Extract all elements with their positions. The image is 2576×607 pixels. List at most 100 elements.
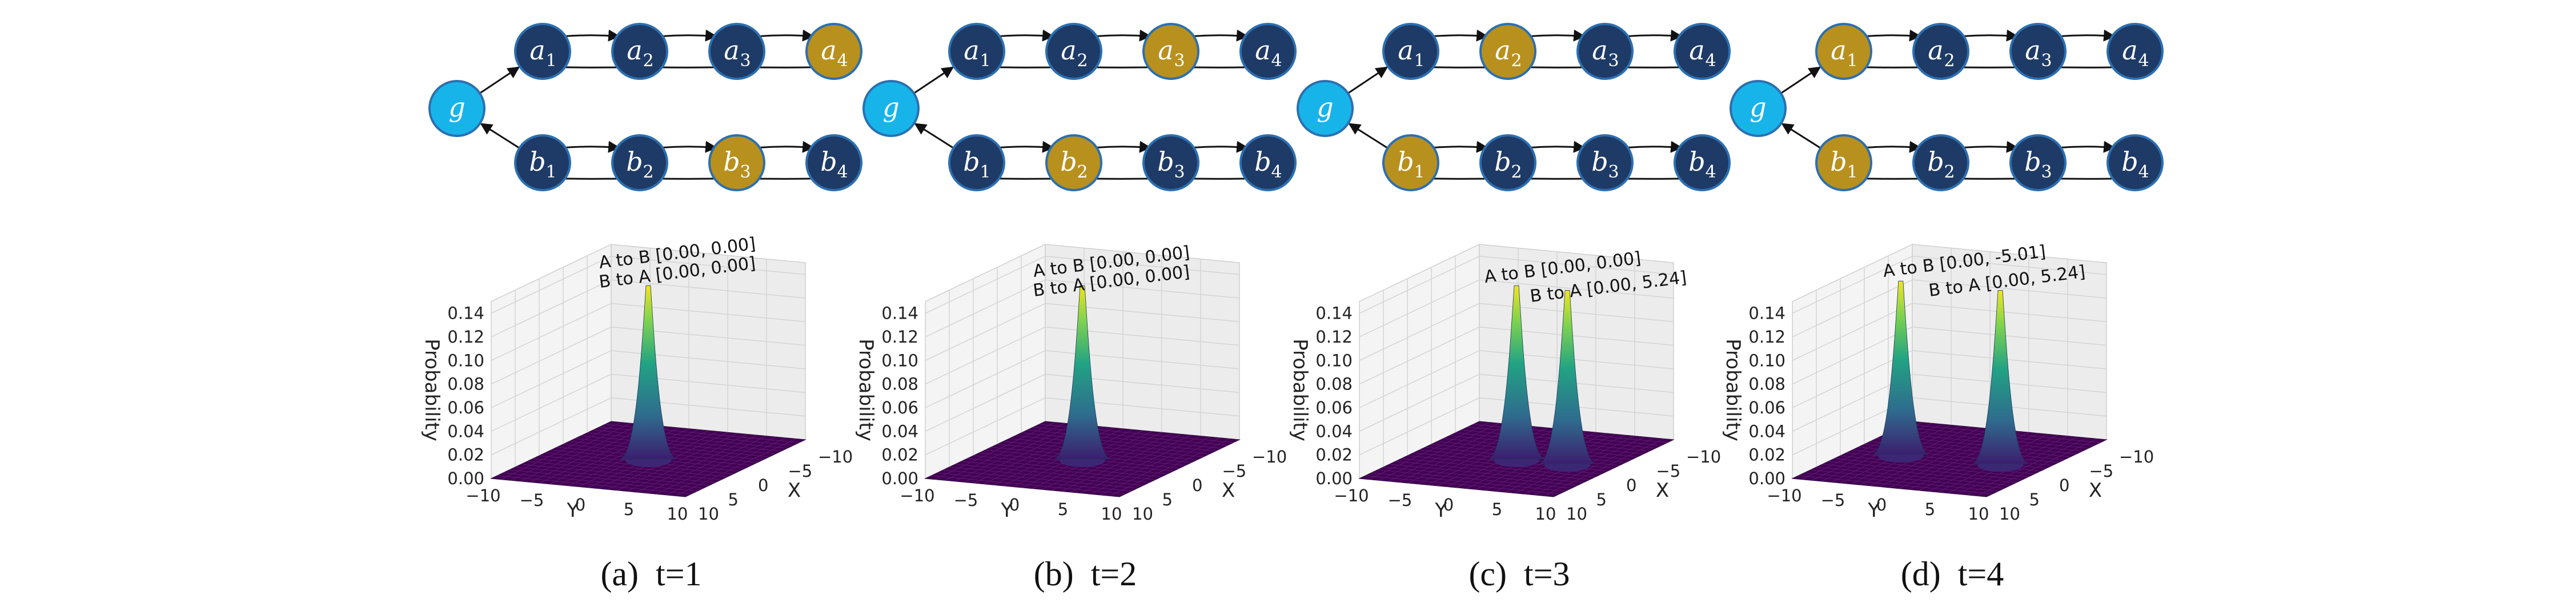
node-letter: a xyxy=(627,35,642,66)
x-tick-label: 5 xyxy=(2029,490,2040,509)
node-circle xyxy=(1479,134,1536,191)
z-tick-label: 0.10 xyxy=(1315,351,1353,370)
edge-a1-a2 xyxy=(997,29,1055,42)
node-subscript: 4 xyxy=(837,162,848,182)
node-subscript: 2 xyxy=(1511,51,1522,71)
y-tick-label: −10 xyxy=(466,486,500,505)
x-tick-label: 10 xyxy=(1132,504,1153,524)
mesh-line xyxy=(1534,437,1655,496)
mesh-line xyxy=(593,429,788,449)
node-circle xyxy=(2106,134,2164,191)
node-subscript: 2 xyxy=(643,162,653,182)
z-tick-label: 0.02 xyxy=(881,445,918,465)
gridline xyxy=(611,255,806,275)
y-tick-label: −5 xyxy=(520,491,544,510)
node-circle xyxy=(1730,80,1787,137)
z-tick-label: 0.14 xyxy=(881,304,918,323)
x-tick-label: −5 xyxy=(1656,461,1681,481)
y-tick-label: 5 xyxy=(1058,500,1068,519)
node-subscript: 2 xyxy=(1511,162,1522,182)
edge-a1-a2 xyxy=(1864,29,1922,42)
y-tick-label: 10 xyxy=(1968,504,1989,524)
y-axis-label: Y xyxy=(1000,499,1013,522)
mesh-line xyxy=(665,437,787,496)
edge-a2-a3 xyxy=(1528,29,1586,42)
x-tick-label: 5 xyxy=(728,490,739,509)
node-letter: a xyxy=(821,35,836,66)
node-circle xyxy=(611,134,668,191)
node-letter: a xyxy=(1255,35,1270,66)
node-letter: b xyxy=(626,146,643,177)
node-circle xyxy=(1142,134,1199,191)
node-letter: a xyxy=(2025,35,2040,66)
edge-a2-a3 xyxy=(1094,29,1152,42)
node-letter: a xyxy=(724,35,739,66)
gridline xyxy=(1045,279,1240,299)
mesh-line xyxy=(675,438,796,496)
z-axis-label: Probability xyxy=(1289,339,1311,441)
y-axis-label: Y xyxy=(1434,499,1447,522)
panel-caption: (c) t=3 xyxy=(1468,555,1570,593)
node-circle xyxy=(1674,23,1731,80)
node-g: g xyxy=(862,80,920,137)
node-letter: b xyxy=(529,146,545,177)
z-tick-label: 0.04 xyxy=(1748,421,1785,441)
edge-b1-g xyxy=(480,123,520,149)
mesh-line xyxy=(1967,437,2088,496)
x-tick-label: 10 xyxy=(1999,504,2020,524)
edge-b1-g xyxy=(914,123,954,149)
surface-plot: 0.000.020.040.060.080.100.120.14Probabil… xyxy=(1722,242,2154,524)
gridline xyxy=(491,373,612,432)
edge-g-a1 xyxy=(913,66,954,94)
surface-plot: 0.000.020.040.060.080.100.120.14Probabil… xyxy=(420,234,853,524)
gridline xyxy=(491,326,612,385)
z-tick-label: 0.12 xyxy=(1315,327,1353,347)
mesh-line xyxy=(1443,438,1638,457)
x-tick-label: 0 xyxy=(1626,476,1636,495)
z-tick-label: 0.04 xyxy=(447,421,484,441)
gridline xyxy=(1792,350,1913,408)
node-letter: a xyxy=(1061,35,1076,66)
node-circle xyxy=(1815,23,1872,80)
y-tick-label: −5 xyxy=(1388,491,1413,510)
x-tick-label: 5 xyxy=(1596,490,1607,509)
node-subscript: 1 xyxy=(1847,162,1857,182)
panel-caption: (b) t=2 xyxy=(1034,555,1137,593)
z-tick-label: 0.00 xyxy=(881,469,918,488)
node-subscript: 1 xyxy=(545,51,556,71)
peak-2 xyxy=(1539,290,1595,464)
node-subscript: 4 xyxy=(1271,162,1282,182)
node-subscript: 3 xyxy=(1608,51,1619,71)
gridline xyxy=(925,350,1046,408)
mesh-line xyxy=(1061,433,1182,492)
mesh-line xyxy=(1109,438,1230,496)
mesh-line xyxy=(1027,429,1222,449)
node-letter: a xyxy=(1689,35,1704,66)
z-tick-label: 0.08 xyxy=(1315,375,1353,394)
node-letter: b xyxy=(820,146,837,177)
gridline xyxy=(1912,350,2107,369)
gridline xyxy=(1792,279,1913,337)
node-letter: b xyxy=(1254,146,1271,177)
node-circle xyxy=(948,134,1005,191)
z-tick-label: 0.06 xyxy=(1748,398,1785,417)
edge-b2-b3 xyxy=(660,140,718,153)
z-axis-label: Probability xyxy=(420,339,443,441)
node-circle xyxy=(1382,23,1439,80)
node-subscript: 1 xyxy=(980,162,990,182)
gridline xyxy=(925,279,1046,337)
z-tick-label: 0.06 xyxy=(881,398,918,417)
node-circle xyxy=(708,134,765,191)
edge-a2-a3 xyxy=(660,29,718,42)
